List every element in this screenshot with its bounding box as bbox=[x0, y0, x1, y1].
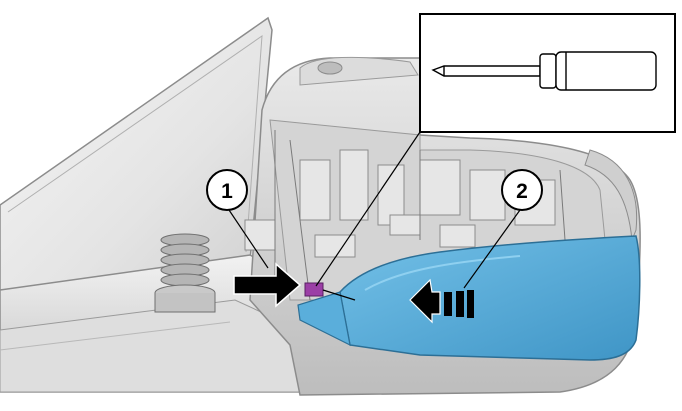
mirror-lower-cover bbox=[297, 235, 641, 361]
mirror-spring bbox=[154, 233, 216, 313]
callout-1: 1 bbox=[206, 169, 248, 211]
release-clip-tab bbox=[304, 282, 324, 297]
flat-blade-screwdriver-icon bbox=[431, 51, 657, 91]
callout-1-label: 1 bbox=[221, 180, 233, 203]
leader-lines bbox=[228, 131, 521, 301]
push-direction-arrow bbox=[233, 262, 302, 308]
removal-direction-arrow bbox=[409, 278, 474, 324]
callout-2: 2 bbox=[501, 169, 543, 211]
callout-2-label: 2 bbox=[516, 180, 528, 203]
tool-inset bbox=[419, 13, 676, 133]
